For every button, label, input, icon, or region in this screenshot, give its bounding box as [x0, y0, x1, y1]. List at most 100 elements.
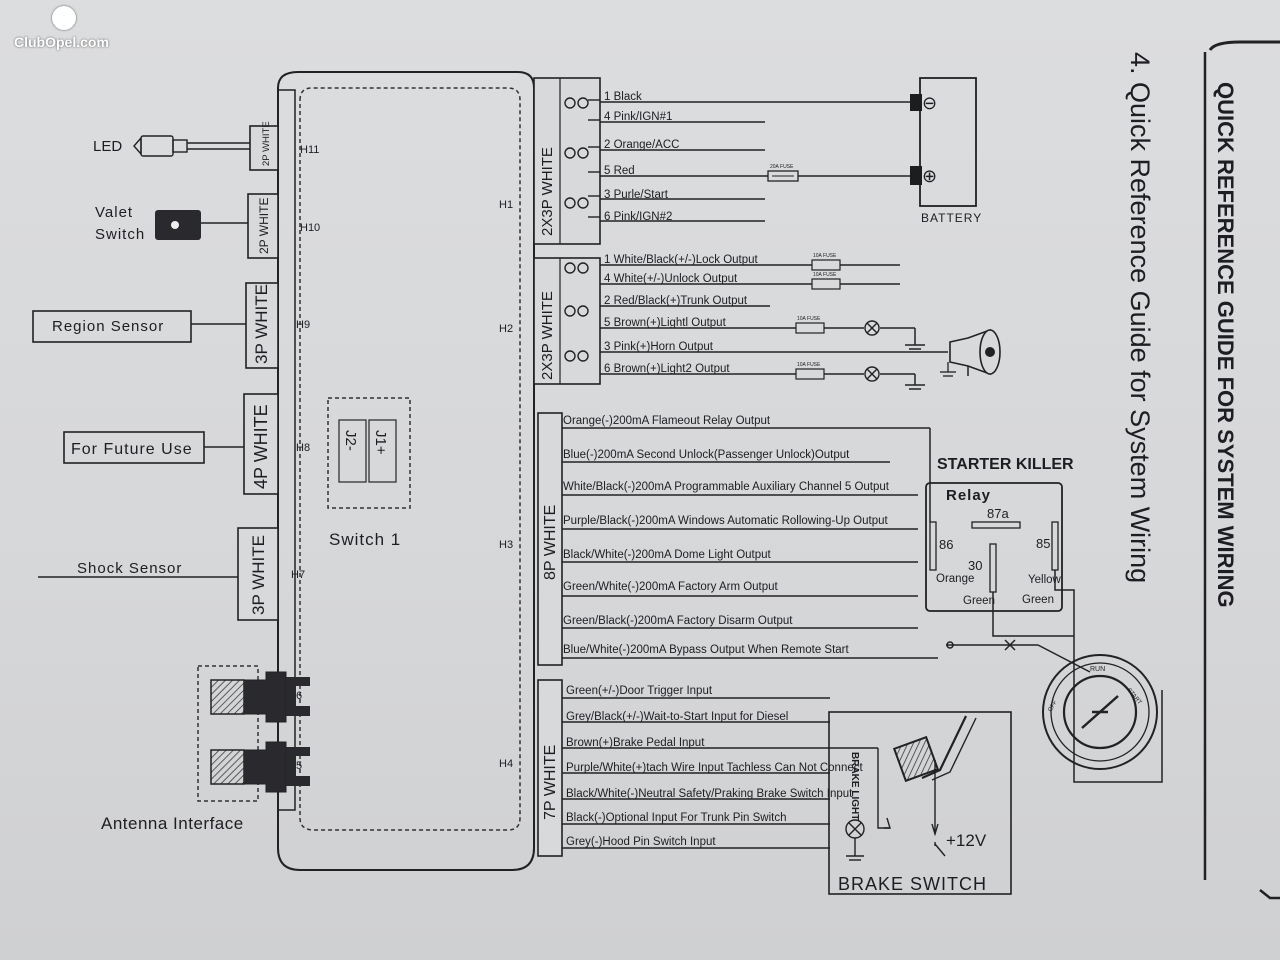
- relay-green-2: Green: [1022, 594, 1054, 606]
- output-wire-5: 6 Brown(+)Light2 Output: [604, 363, 730, 375]
- switch-1: J1+ J2- Switch 1: [327, 397, 411, 549]
- 7p-wire-3: Purple/White(+)tach Wire Input Tachless …: [566, 762, 863, 774]
- 8p-wire-1: Blue(-)200mA Second Unlock(Passenger Unl…: [563, 449, 850, 461]
- jumper-j2-label: J2-: [342, 430, 359, 451]
- brake-pedal-icon: [892, 715, 977, 783]
- header-h3: H3: [499, 539, 513, 551]
- connector-3p-region-label: 3P WHITE: [252, 284, 271, 364]
- fuse-light1: 10A FUSE: [795, 316, 825, 334]
- connector-2p-led-label: 2P WHITE: [261, 121, 272, 166]
- 8p-wire-6: Green/Black(-)200mA Factory Disarm Outpu…: [563, 615, 793, 627]
- antenna-interface: Antenna Interface: [101, 665, 310, 833]
- battery-minus-icon: ⊖: [922, 93, 937, 113]
- output-wire-4: 3 Pink(+)Horn Output: [604, 341, 714, 353]
- 8p-wire-0: Orange(-)200mA Flameout Relay Output: [563, 415, 771, 427]
- led-label: LED: [93, 138, 122, 155]
- clubopel-logo-icon: [52, 6, 76, 30]
- 7p-wires: [562, 697, 878, 849]
- connector-8p: 8P WHITE: [537, 412, 563, 666]
- relay-orange: Orange: [936, 573, 974, 585]
- header-h9: H9: [296, 319, 310, 331]
- valet-switch: Valet Switch: [95, 204, 248, 243]
- 7p-wire-4: Black/White(-)Neutral Safety/Praking Bra…: [566, 788, 853, 800]
- jumper-j1: [368, 419, 397, 483]
- output-wire-3: 5 Brown(+)Lightl Output: [604, 317, 727, 329]
- 8p-wire-7: Blue/White(-)200mA Bypass Output When Re…: [563, 644, 850, 656]
- connector-2p-led: [249, 125, 279, 171]
- ignition-switch-icon: RUN START OFF: [1042, 654, 1158, 770]
- fuse-20a-label: 20A FUSE: [770, 164, 794, 170]
- watermark: ClubOpel.com: [14, 34, 109, 50]
- relay-yellow: Yellow: [1028, 574, 1062, 586]
- brake-light-label: BRAKE LIGHT: [849, 752, 860, 820]
- 8p-wire-4: Black/White(-)200mA Dome Light Output: [563, 549, 772, 561]
- 7p-wire-6: Grey(-)Hood Pin Switch Input: [566, 836, 716, 848]
- power-pins: [564, 97, 600, 218]
- fuse-light1-label: 10A FUSE: [797, 316, 821, 322]
- module-headers: H1 H2 H3 H4 H5 H6 H7 H8 H9 H10 H11: [288, 144, 513, 772]
- power-wire-1: 4 Pink/IGN#1: [604, 111, 672, 123]
- connector-power-2x3p: 2X3P WHITE: [533, 77, 601, 245]
- brake-switch-label: BRAKE SWITCH: [838, 874, 987, 894]
- fuse-unlock: 10A FUSE: [811, 272, 841, 290]
- relay-box: [925, 482, 1063, 612]
- brake-12v-label: +12V: [946, 831, 987, 850]
- relay-green-1: Green: [963, 595, 995, 607]
- header-h11: H11: [300, 144, 319, 156]
- header-h10: H10: [300, 222, 320, 234]
- fuse-light2-label: 10A FUSE: [797, 362, 821, 368]
- connector-4p-future: [243, 393, 279, 495]
- ignition-run: RUN: [1090, 666, 1105, 673]
- 8p-wire-5: Green/White(-)200mA Factory Arm Output: [563, 581, 779, 593]
- output-wire-1: 4 White(+/-)Unlock Output: [604, 273, 738, 285]
- siren-icon: [940, 328, 1001, 377]
- 7p-wire-0: Green(+/-)Door Trigger Input: [566, 685, 713, 697]
- pin-87a: 87a: [987, 506, 1009, 521]
- 7p-wire-5: Black(-)Optional Input For Trunk Pin Swi…: [566, 812, 787, 824]
- led-component: LED: [93, 135, 250, 157]
- connector-3p-shock-label: 3P WHITE: [249, 535, 268, 615]
- connector-4p-future-label: 4P WHITE: [251, 404, 271, 489]
- jumper-j2: [338, 419, 367, 483]
- header-h2: H2: [499, 323, 513, 335]
- pin-85: 85: [1036, 536, 1050, 551]
- connector-2p-valet: [247, 193, 279, 259]
- valet-label-2: Switch: [95, 226, 145, 243]
- connector-output-2x3p: 2X3P WHITE: [533, 257, 601, 385]
- header-h1: H1: [499, 199, 513, 211]
- battery-label: BATTERY: [921, 211, 982, 225]
- output-wires: [600, 264, 948, 390]
- power-wire-5: 6 Pink/IGN#2: [604, 211, 672, 223]
- future-use: For Future Use: [63, 431, 244, 464]
- connector-7p-label: 7P WHITE: [542, 745, 559, 820]
- header-h4: H4: [499, 758, 513, 770]
- power-wire-4: 3 Purle/Start: [604, 189, 669, 201]
- shock-sensor: Shock Sensor: [38, 560, 238, 578]
- antenna-label: Antenna Interface: [101, 814, 244, 833]
- connector-power-label: 2X3P WHITE: [539, 147, 556, 236]
- output-wire-0: 1 White/Black(+/-)Lock Output: [604, 254, 759, 266]
- 8p-wire-2: White/Black(-)200mA Programmable Auxilia…: [563, 481, 890, 493]
- power-wires: [600, 101, 912, 222]
- relay-label: Relay: [946, 487, 991, 504]
- jumper-j1-label: J1+: [372, 430, 389, 455]
- fuse-unlock-label: 10A FUSE: [813, 272, 837, 278]
- 7p-wire-1: Grey/Black(+/-)Wait-to-Start Input for D…: [566, 711, 788, 723]
- heading-subtitle: 4. Quick Reference Guide for System Wiri…: [1125, 52, 1155, 583]
- header-h7: H7: [291, 569, 305, 581]
- connector-3p-region: [245, 282, 279, 369]
- starter-killer-title: STARTER KILLER: [937, 456, 1074, 473]
- region-sensor: Region Sensor: [32, 310, 246, 343]
- power-wire-0: 1 Black: [604, 91, 642, 103]
- battery-plus-icon: ⊕: [922, 166, 937, 186]
- connector-8p-label: 8P WHITE: [542, 505, 559, 580]
- future-use-label: For Future Use: [71, 441, 193, 458]
- fuse-lock-label: 10A FUSE: [813, 253, 837, 259]
- output-wire-2: 2 Red/Black(+)Trunk Output: [604, 295, 748, 307]
- shock-sensor-label: Shock Sensor: [77, 560, 182, 577]
- header-h8: H8: [296, 442, 310, 454]
- left-connectors: 2P WHITE 2P WHITE 3P WHITE 4P WHITE 3P W…: [237, 121, 279, 621]
- led-icon: [133, 136, 142, 156]
